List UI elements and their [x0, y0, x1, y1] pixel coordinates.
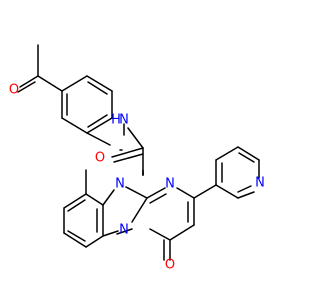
- structure-svg: O N H O N N N N O: [9, 44, 265, 273]
- molecule-diagram: O N H O N N N N O: [9, 44, 265, 273]
- bond-ph-3-inner: [87, 114, 108, 128]
- bond-ph-5-inner: [87, 81, 108, 95]
- bond-c2-pyr: [193, 184, 217, 199]
- bond-pyr-5-inner: [237, 185, 252, 193]
- bond-pyr-3-inner: [238, 152, 255, 163]
- bond-ph-2: [61, 117, 88, 134]
- bond-nbridge-c4a: [116, 228, 133, 235]
- bond-c9a-n1: [146, 187, 166, 199]
- bond-c3-c4: [169, 224, 195, 241]
- atom-label-n-amide: N: [119, 113, 129, 128]
- bond-n9-c9a: [125, 186, 148, 199]
- bond-acetyl-ring: [37, 75, 63, 92]
- bond-ph-5: [86, 75, 113, 92]
- atom-label-n-pyrimidine: N: [165, 177, 175, 192]
- atom-label-h-amide: H: [111, 113, 121, 128]
- bond-pyr-6: [215, 184, 239, 199]
- bond-bz-4-inner: [67, 230, 86, 242]
- atom-label-n-pyridine: N: [255, 176, 265, 191]
- bond-c9a-n-bridge: [131, 197, 148, 223]
- atom-label-o2: O: [95, 151, 105, 166]
- bond-ph-3: [86, 117, 113, 134]
- bond-n9-c8a: [102, 189, 115, 206]
- bond-bz-1: [85, 193, 104, 206]
- bond-nh-c: [127, 127, 144, 149]
- bond-ring-nh: [86, 132, 111, 146]
- bond-pyr-2: [215, 146, 239, 161]
- bond-bz-2b: [63, 193, 87, 209]
- bond-c4-n-bridge: [149, 228, 171, 241]
- atom-label-n-bridge: N: [119, 223, 129, 238]
- bond-pyr-5: [237, 191, 255, 199]
- bond-bz-5: [85, 235, 104, 248]
- atom-label-o3: O: [165, 258, 175, 273]
- bond-pyr-3: [237, 146, 260, 161]
- bond-bz-nbridge: [102, 230, 119, 237]
- bond-amide-c-o-1: [111, 147, 144, 158]
- bond-c9a-n1-inner: [149, 193, 167, 204]
- atom-label-n9: N: [115, 177, 125, 192]
- atom-label-o1: O: [9, 83, 19, 98]
- bond-ph-6: [61, 75, 88, 92]
- bond-n1-c2: [176, 187, 195, 199]
- bond-bz-2b-inner: [67, 199, 86, 212]
- bond-bz-4: [63, 232, 87, 248]
- bond-acetyl-c-o-2: [17, 81, 36, 93]
- bond-amide-c-o-2: [113, 153, 144, 163]
- bond-acetyl-c-o-1: [19, 75, 39, 88]
